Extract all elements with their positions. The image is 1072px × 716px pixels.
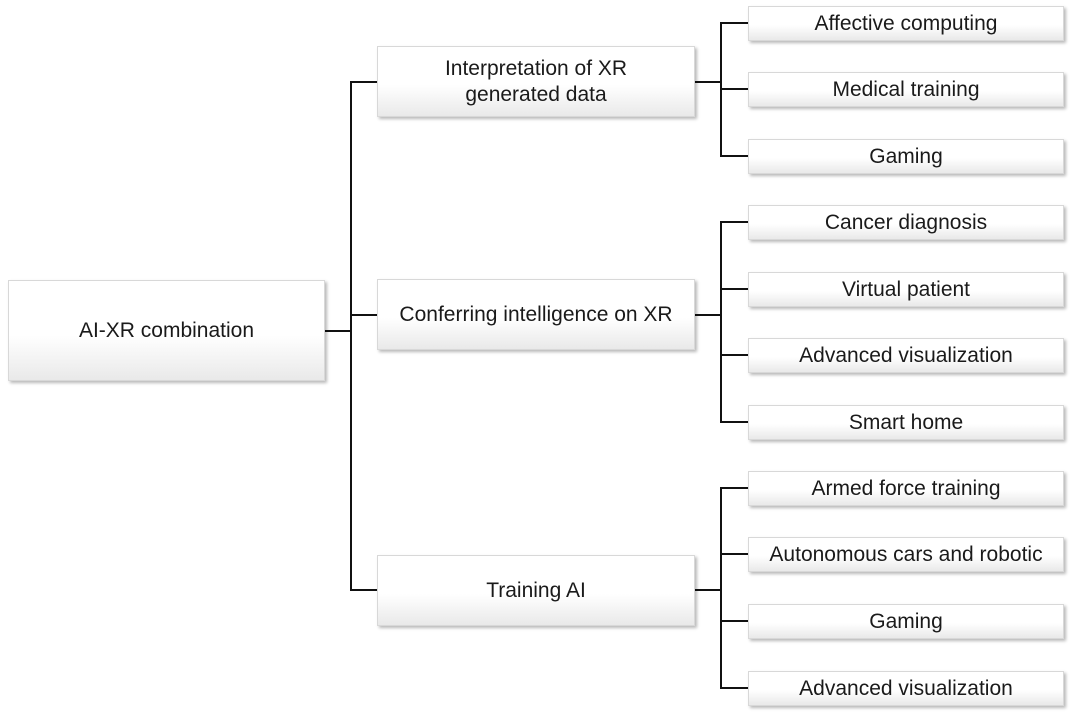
branch-node-interpretation: Interpretation of XR generated data [377,46,695,117]
leaf-node-advanced-visualization: Advanced visualization [748,338,1064,373]
leaf-node-advanced-visualization-2: Advanced visualization [748,671,1064,706]
branch-node-conferring-intelligence: Conferring intelligence on XR [377,279,695,350]
leaf-node-armed-force-training: Armed force training [748,471,1064,506]
branch-node-training-ai: Training AI [377,555,695,626]
leaf-node-gaming-2: Gaming [748,604,1064,639]
leaf-node-medical-training: Medical training [748,72,1064,107]
leaf-node-autonomous-cars-robotic: Autonomous cars and robotic [748,537,1064,572]
leaf-node-gaming: Gaming [748,139,1064,174]
leaf-node-affective-computing: Affective computing [748,6,1064,41]
leaf-node-virtual-patient: Virtual patient [748,272,1064,307]
root-node: AI-XR combination [8,280,325,381]
leaf-node-cancer-diagnosis: Cancer diagnosis [748,205,1064,240]
leaf-node-smart-home: Smart home [748,405,1064,440]
